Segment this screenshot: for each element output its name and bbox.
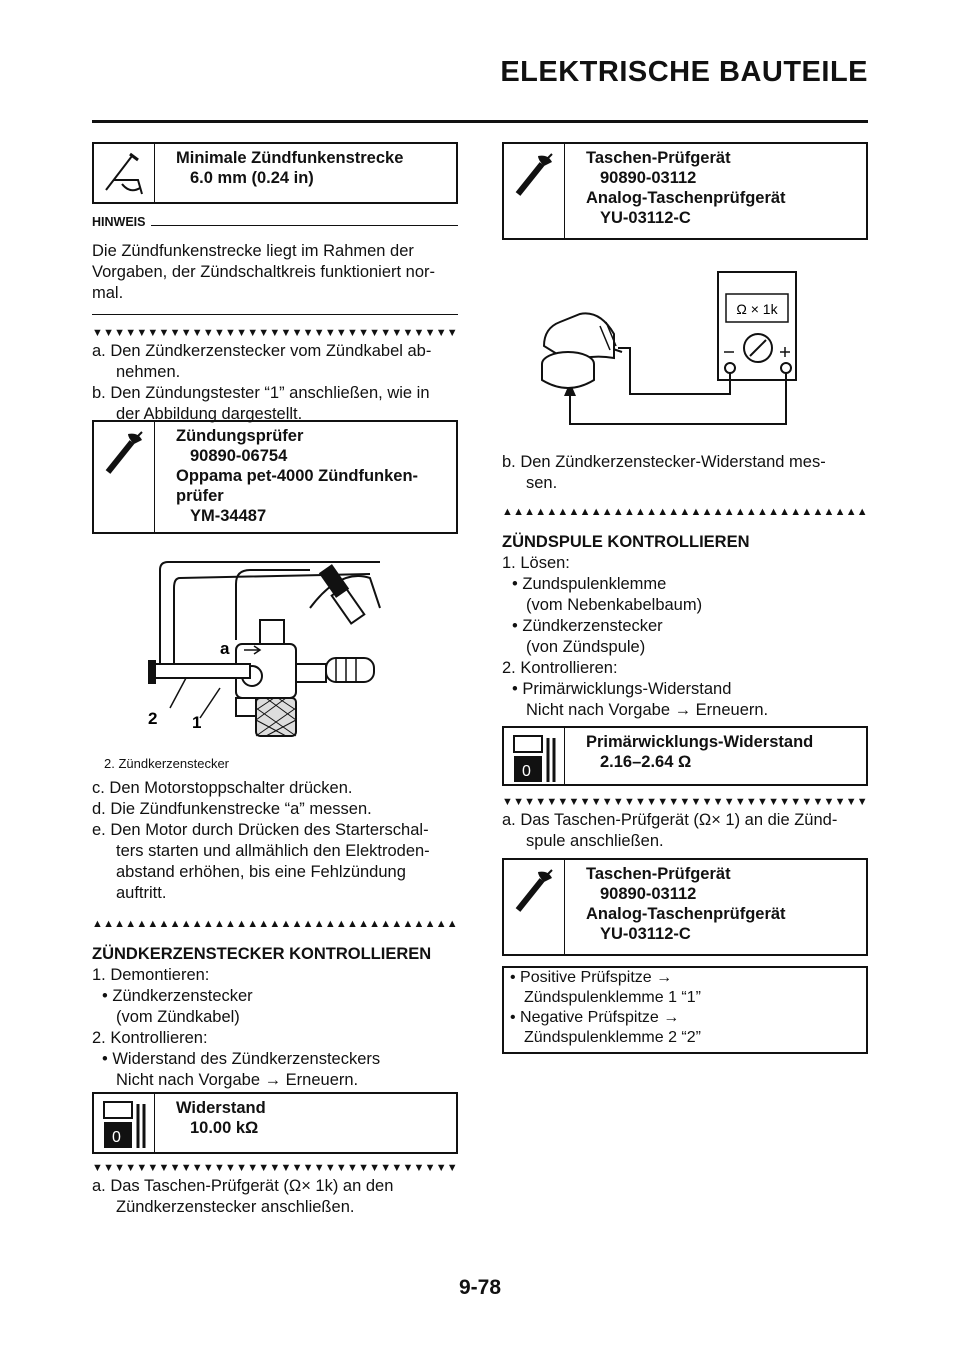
step-line: a. Den Zündkerzenstecker vom Zündkabel a… [92,342,432,360]
hinweis-line: mal. [92,284,124,302]
tool-line: Analog-Taschenprüfgerät [586,189,786,207]
hinweis-label: HINWEIS [92,215,146,229]
section-line: 1. Lösen: [502,554,570,572]
triangle-row-down: ▼▼▼▼▼▼▼▼▼▼▼▼▼▼▼▼▼▼▼▼▼▼▼▼▼▼▼▼▼▼▼▼▼▼▼▼ [92,327,458,339]
spec-box-spark-gap: Minimale Zündfunkenstrecke 6.0 mm (0.24 i… [92,142,458,204]
spec-title: Primärwicklungs-Widerstand [586,733,814,751]
step-line: a. Das Taschen-Prüfgerät (Ω× 1) an die Z… [502,811,838,829]
tool-line: Taschen-Prüfgerät [586,149,731,167]
tool-line: YU-03112-C [600,209,691,227]
step-line: der Abbildung dargestellt. [116,405,303,423]
section-line: 2. Kontrollieren: [502,659,618,677]
tool-line: 90890-06754 [190,447,288,465]
section-line: (vom Zündkabel) [116,1008,240,1026]
ignition-tester-figure: a 1 2 [148,561,381,737]
triangle-row-up: ▲▲▲▲▲▲▲▲▲▲▲▲▲▲▲▲▲▲▲▲▲▲▲▲▲▲▲▲▲▲▲▲▲▲▲▲ [502,506,868,518]
step-line: abstand erhöhen, bis eine Fehlzündung [116,863,406,881]
step-line: b. Den Zündungstester “1” anschließen, w… [92,384,430,402]
caliper-icon [94,144,155,202]
triangle-row-down: ▼▼▼▼▼▼▼▼▼▼▼▼▼▼▼▼▼▼▼▼▼▼▼▼▼▼▼▼▼▼▼▼▼▼▼▼ [502,796,868,808]
section-line: (von Zündspule) [526,638,646,656]
spec-box-resistance: 0 Widerstand 10.00 kΩ [92,1092,458,1154]
tool-line: 90890-03112 [600,169,697,187]
step-line: b. Den Zündkerzenstecker-Widerstand mes- [502,453,826,471]
tool-line: 90890-03112 [600,885,697,903]
section-line: • Widerstand des Zündkerzensteckers [102,1050,381,1068]
step-line: Zündkerzenstecker anschließen. [116,1198,355,1216]
step-line: auftritt. [116,884,167,902]
tool-box-pocket-tester-2: Taschen-Prüfgerät 90890-03112 Analog-Tas… [502,858,868,956]
fig-label-2: 2 [148,709,157,728]
probe-connection-box: • Positive Prüfspitze → Zündspulenklemme… [502,966,868,1054]
section-line: Nicht nach Vorgabe → Erneuern. [526,701,769,719]
step-line: sen. [526,474,558,492]
section-line: 2. Kontrollieren: [92,1029,208,1047]
plug-cap-meter-figure: Ω × 1k [541,271,797,425]
probe-line: • Negative Prüfspitze → [510,1009,680,1026]
hinweis-line: Die Zündfunkenstrecke liegt im Rahmen de… [92,242,414,260]
section-line: • Zundspulenklemme [512,575,667,593]
tool-icon [94,422,155,532]
section-line: 1. Demontieren: [92,966,210,984]
probe-line: • Positive Prüfspitze → [510,969,673,986]
tool-line: Oppama pet-4000 Zündfunken- [176,467,419,485]
tool-icon [504,144,565,238]
fig-label-1: 1 [192,713,201,732]
probe-line: Zündspulenklemme 2 “2” [524,1029,701,1046]
section-line: • Zündkerzenstecker [512,617,663,635]
section-line: (vom Nebenkabelbaum) [526,596,703,614]
tool-icon [504,860,565,954]
header-rule [92,120,868,123]
triangle-row-down: ▼▼▼▼▼▼▼▼▼▼▼▼▼▼▼▼▼▼▼▼▼▼▼▼▼▼▼▼▼▼▼▼▼▼▼▼ [92,1162,458,1174]
step-line: e. Den Motor durch Drücken des Startersc… [92,821,429,839]
hinweis-line: Vorgaben, der Zündschaltkreis funktionie… [92,263,436,281]
step-line: nehmen. [116,363,181,381]
section-heading: ZÜNDKERZENSTECKER KONTROLLIEREN [92,945,432,963]
tool-box-ignition-tester: Zündungsprüfer 90890-06754 Oppama pet-40… [92,420,458,534]
tool-line: YU-03112-C [600,925,691,943]
tool-line: Taschen-Prüfgerät [586,865,731,883]
fig-label-a: a [220,639,230,658]
meter-range-label: Ω × 1k [736,301,778,317]
spec-title: Minimale Zündfunkenstrecke [176,149,404,167]
probe-line: Zündspulenklemme 1 “1” [524,989,701,1006]
tool-line: YM-34487 [190,507,267,525]
page-title: ELEKTRISCHE BAUTEILE [500,56,868,88]
section-line: • Primärwicklungs-Widerstand [512,680,732,698]
step-line: c. Den Motorstoppschalter drücken. [92,779,353,797]
spec-value: 10.00 kΩ [190,1119,259,1137]
step-line: spule anschließen. [526,832,664,850]
multimeter-icon: 0 [504,728,565,784]
tool-line: prüfer [176,487,224,505]
multimeter-icon: 0 [94,1094,155,1152]
section-line: Nicht nach Vorgabe → Erneuern. [116,1071,359,1089]
spec-title: Widerstand [176,1099,266,1117]
tool-box-pocket-tester: Taschen-Prüfgerät 90890-03112 Analog-Tas… [502,142,868,240]
spec-value: 2.16–2.64 Ω [600,753,692,771]
spec-value: 6.0 mm (0.24 in) [190,169,314,187]
spec-box-primary-resistance: 0 Primärwicklungs-Widerstand 2.16–2.64 Ω [502,726,868,786]
tool-line: Analog-Taschenprüfgerät [586,905,786,923]
section-line: • Zündkerzenstecker [102,987,253,1005]
figure-caption: 2. Zündkerzenstecker [104,756,230,771]
section-heading: ZÜNDSPULE KONTROLLIEREN [502,533,750,551]
triangle-row-up: ▲▲▲▲▲▲▲▲▲▲▲▲▲▲▲▲▲▲▲▲▲▲▲▲▲▲▲▲▲▲▲▲▲▲▲▲ [92,918,458,930]
step-line: d. Die Zündfunkenstrecke “a” messen. [92,800,372,818]
svg-text:0: 0 [522,763,531,780]
page-number: 9-78 [458,1276,502,1299]
tool-line: Zündungsprüfer [176,427,304,445]
step-line: a. Das Taschen-Prüfgerät (Ω× 1k) an den [92,1177,394,1195]
step-line: ters starten und allmählich den Elektrod… [116,842,430,860]
svg-text:0: 0 [112,1129,121,1146]
